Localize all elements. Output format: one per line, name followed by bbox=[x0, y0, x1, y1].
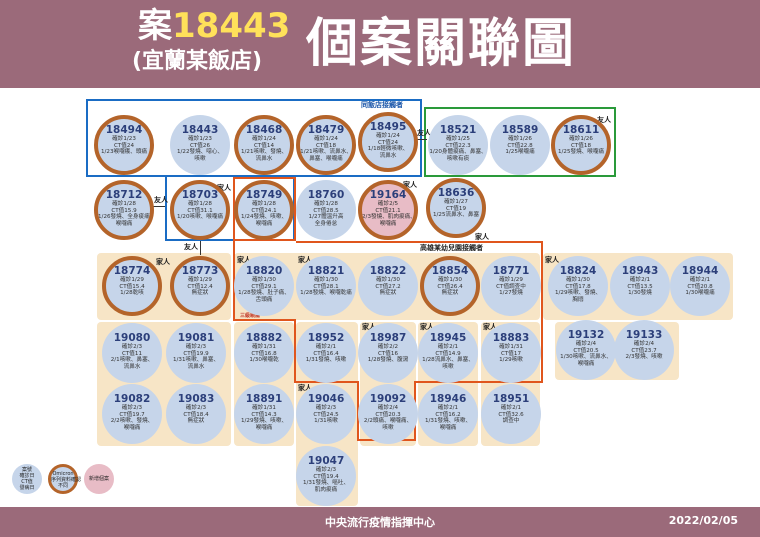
relative-note-label: 三級親屬 bbox=[240, 313, 261, 319]
connector-18495-18521 bbox=[417, 139, 427, 140]
label-family-3: 家人 bbox=[475, 233, 489, 241]
title-case: 案18443 bbox=[138, 6, 291, 46]
label-family-8: 家人 bbox=[362, 323, 376, 331]
header-banner: 案18443 (宜蘭某飯店) 個案關聯圖 bbox=[0, 0, 760, 88]
label-family-4: 家人 bbox=[156, 258, 170, 266]
legend-omicron: Omicron 序列資料確認 不同 bbox=[48, 464, 81, 494]
footer-org: 中央流行疫情指揮中心 bbox=[325, 516, 435, 529]
label-family-6: 家人 bbox=[298, 256, 312, 264]
footer-date: 2022/02/05 bbox=[668, 514, 738, 527]
page-title: 個案關聯圖 bbox=[306, 14, 577, 74]
legend-new-case: 新增個案 bbox=[84, 464, 114, 494]
label-family-1: 家人 bbox=[217, 184, 231, 192]
hotel-contacts-label: 同飯店接觸者 bbox=[361, 101, 403, 109]
label-friend-2: 友人 bbox=[184, 243, 198, 251]
footer-banner: 中央流行疫情指揮中心 2022/02/05 bbox=[0, 507, 760, 537]
case-18749-bottom-line bbox=[233, 319, 296, 321]
kaohsiung-box-bottom-right bbox=[414, 381, 543, 383]
label-family-9: 家人 bbox=[420, 323, 434, 331]
kaohsiung-box-left bbox=[294, 319, 296, 383]
connector-18703-down bbox=[200, 241, 201, 255]
kaohsiung-box-right bbox=[541, 241, 543, 383]
connector-18712-18703 bbox=[150, 206, 165, 207]
legend-case: 案號 確診日 CT值 發病日 bbox=[12, 464, 42, 494]
label-family-10: 家人 bbox=[483, 323, 497, 331]
kaohsiung-box-top bbox=[296, 241, 543, 243]
kaohsiung-contacts-label: 高雄某幼兒園接觸者 bbox=[420, 244, 483, 252]
title-subtitle: (宜蘭某飯店) bbox=[132, 49, 263, 74]
label-family-5: 家人 bbox=[237, 256, 251, 264]
label-friend-1: 友人 bbox=[154, 196, 168, 204]
label-friend-4: 友人 bbox=[597, 116, 611, 124]
label-family-2: 家人 bbox=[403, 181, 417, 189]
hotel-contacts-box bbox=[86, 99, 422, 177]
label-family-11: 家人 bbox=[298, 384, 312, 392]
friends-box bbox=[424, 107, 616, 177]
label-family-7: 家人 bbox=[545, 256, 559, 264]
label-friend-3: 友人 bbox=[417, 129, 431, 137]
